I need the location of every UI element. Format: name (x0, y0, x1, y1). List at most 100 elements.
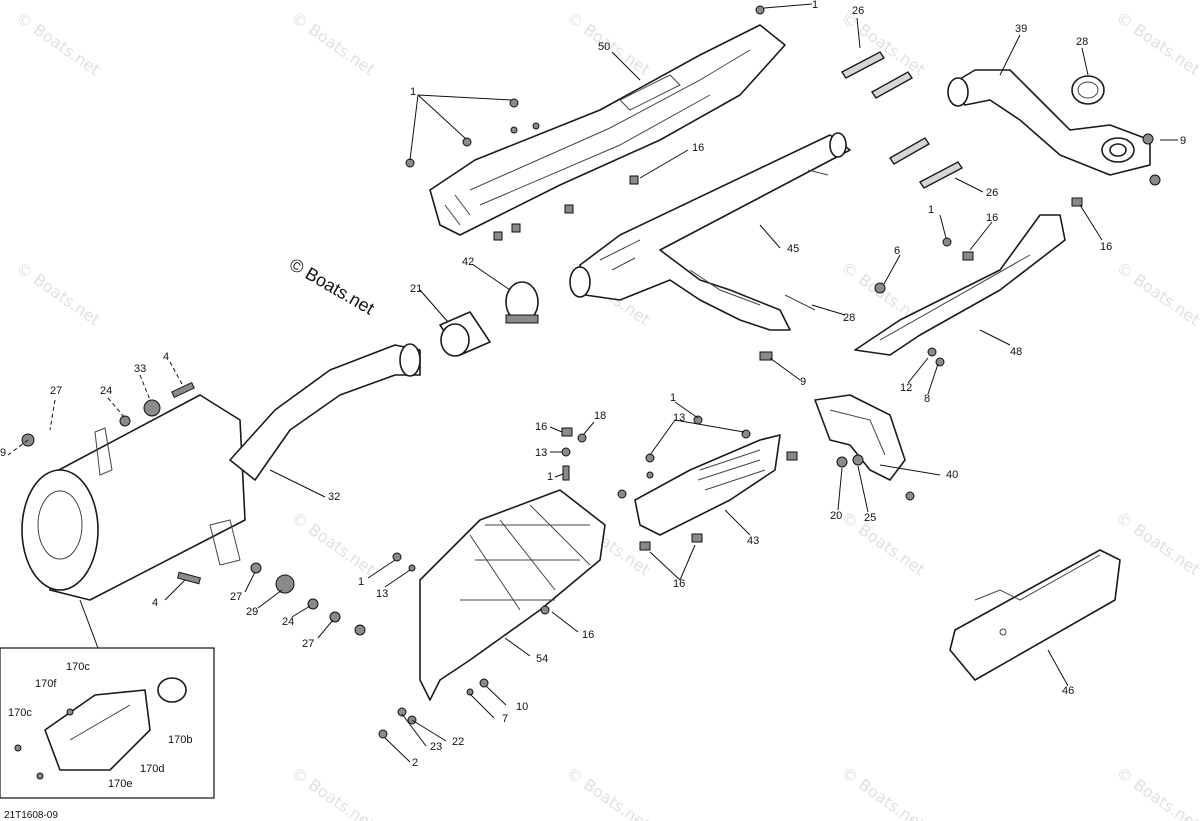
callout-1: 1 (358, 576, 364, 588)
part-46-skid-plate (949, 549, 1121, 681)
watermark: © Boats.net (288, 763, 379, 821)
part-43-heat-shield (617, 415, 798, 551)
watermark: © Boats.net (1113, 508, 1200, 580)
callout-leader-42 (471, 263, 511, 291)
callout-28: 28 (843, 312, 855, 324)
callout-43: 43 (747, 535, 759, 547)
part-48-heat-shield (759, 197, 1083, 367)
callout-24: 24 (100, 385, 112, 397)
callout-32: 32 (328, 491, 340, 503)
callout-26: 26 (986, 187, 998, 199)
callout-9: 9 (800, 376, 806, 388)
callout-leaders-45 (759, 17, 1178, 249)
callout-7: 7 (502, 713, 508, 725)
part-42-clamp (505, 281, 539, 324)
part-54-heat-shield (378, 489, 606, 739)
muffler-hardware (21, 381, 366, 636)
part-21-sleeve (439, 311, 491, 357)
callout-170c: 170c (8, 707, 32, 719)
callout-45: 45 (787, 243, 799, 255)
callout-46: 46 (1062, 685, 1074, 697)
watermark: © Boats.net (838, 763, 929, 821)
part-32-muffler (21, 343, 421, 601)
callout-labels: 1 1 26 39 28 50 9 16 26 1 16 16 45 6 42 … (0, 0, 1186, 790)
callout-25: 25 (864, 512, 876, 524)
callout-10: 10 (516, 701, 528, 713)
watermark: © Boats.net (1113, 763, 1200, 821)
callout-leaders-50 (409, 3, 813, 179)
callout-29: 29 (246, 606, 258, 618)
callout-6: 6 (894, 245, 900, 257)
callout-21: 21 (410, 283, 422, 295)
callout-9: 9 (1180, 135, 1186, 147)
part-26-springs (840, 51, 964, 189)
brand-mark: © Boats.net (286, 254, 378, 318)
callout-16: 16 (986, 212, 998, 224)
muffler-leaders (7, 361, 334, 649)
callout-13: 13 (535, 447, 547, 459)
callout-27: 27 (50, 385, 62, 397)
callout-1: 1 (928, 204, 934, 216)
callout-170c: 170c (66, 661, 90, 673)
watermark: © Boats.net (1113, 258, 1200, 330)
watermark: © Boats.net (563, 763, 654, 821)
callout-54: 54 (536, 653, 548, 665)
callout-170e: 170e (108, 778, 132, 790)
inset-170-detail (0, 647, 215, 799)
watermark: © Boats.net (1113, 8, 1200, 80)
watermark: © Boats.net (288, 508, 379, 580)
callout-28: 28 (1076, 36, 1088, 48)
callout-33: 33 (134, 363, 146, 375)
watermark: © Boats.net (13, 8, 104, 80)
callout-16: 16 (1100, 241, 1112, 253)
callout-leader-46 (1047, 649, 1069, 687)
callout-170d: 170d (140, 763, 164, 775)
watermark: © Boats.net (13, 258, 104, 330)
callout-1: 1 (670, 392, 676, 404)
callout-9: 9 (0, 447, 6, 459)
part-43-leaders (649, 401, 751, 581)
callout-1: 1 (812, 0, 818, 11)
callout-27: 27 (302, 638, 314, 650)
callout-16: 16 (692, 142, 704, 154)
callout-42: 42 (462, 256, 474, 268)
watermark: © Boats.net (838, 508, 929, 580)
callout-16: 16 (535, 421, 547, 433)
callout-13: 13 (376, 588, 388, 600)
callout-48: 48 (1010, 346, 1022, 358)
part-50-hardware (405, 5, 765, 241)
callout-24: 24 (282, 616, 294, 628)
drawing-code: 21T1608-09 (4, 810, 58, 821)
callout-16: 16 (582, 629, 594, 641)
callout-50: 50 (598, 41, 610, 53)
callout-leader-21 (419, 289, 449, 323)
part-54-hardware (392, 427, 587, 572)
callout-27: 27 (230, 591, 242, 603)
part-45-front-pipe (569, 132, 851, 331)
callout-8: 8 (924, 393, 930, 405)
callout-23: 23 (430, 741, 442, 753)
callout-1: 1 (547, 471, 553, 483)
part-54-leaders (367, 421, 595, 763)
callout-39: 39 (1015, 23, 1027, 35)
callout-1: 1 (410, 86, 416, 98)
callout-4: 4 (152, 597, 158, 609)
callout-18: 18 (594, 410, 606, 422)
callout-22: 22 (452, 736, 464, 748)
part-40-leaders (837, 464, 941, 513)
part-39-header (947, 69, 1161, 186)
part-28-gasket (1071, 75, 1105, 105)
part-50-heat-shield (429, 24, 786, 236)
callout-26: 26 (852, 5, 864, 17)
callout-4: 4 (163, 351, 169, 363)
part-48-leaders (769, 204, 1103, 395)
callout-20: 20 (830, 510, 842, 522)
part-40-guard (814, 394, 915, 501)
callout-12: 12 (900, 382, 912, 394)
callout-170f: 170f (35, 678, 57, 690)
callout-13: 13 (673, 412, 685, 424)
callout-40: 40 (946, 469, 958, 481)
watermark: © Boats.net (288, 8, 379, 80)
callout-2: 2 (412, 757, 418, 769)
